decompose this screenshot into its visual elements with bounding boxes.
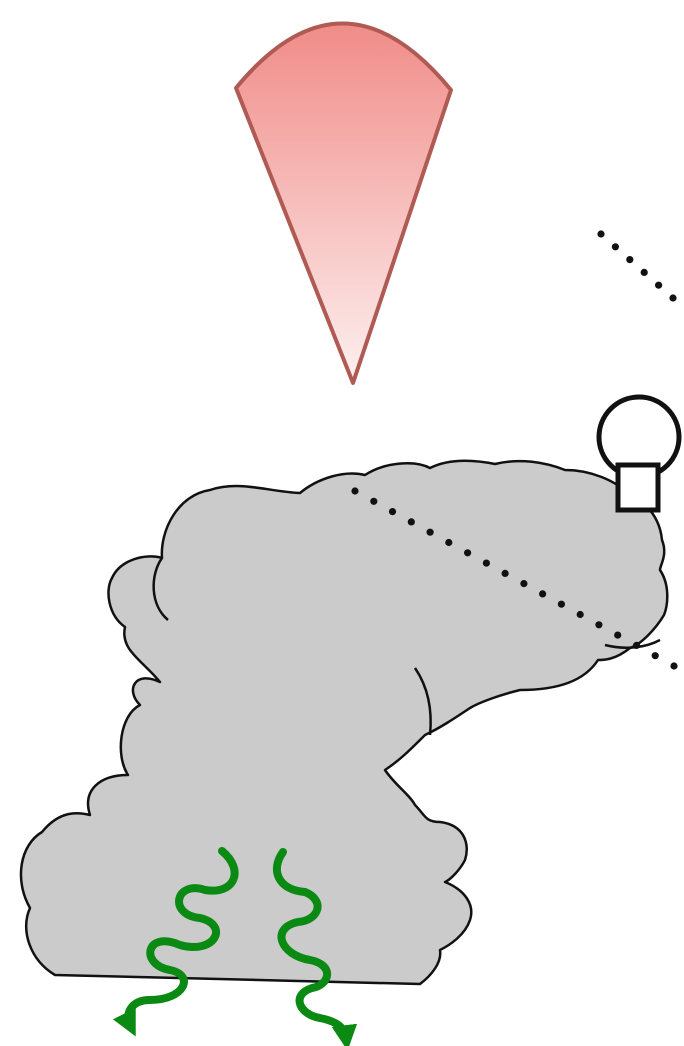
cloud-dot	[520, 580, 527, 587]
upper-dot	[669, 294, 676, 301]
cloud-shape	[21, 461, 667, 984]
cloud-dot	[483, 560, 490, 567]
cloud-dot	[652, 652, 659, 659]
cloud-dot	[389, 508, 396, 515]
cloud-dot	[577, 611, 584, 618]
cloud-dot	[502, 570, 509, 577]
cloud-dot	[633, 642, 640, 649]
cone-shape	[236, 23, 451, 383]
cloud-dot	[670, 662, 677, 669]
upper-dot	[612, 243, 619, 250]
cloud-dot	[351, 487, 358, 494]
upper-dot	[626, 256, 633, 263]
upper-dot	[597, 230, 604, 237]
cloud-dot	[614, 632, 621, 639]
cloud-dot	[558, 601, 565, 608]
cloud-dot	[427, 529, 434, 536]
cloud-dot	[595, 621, 602, 628]
cloud-dot	[370, 498, 377, 505]
cloud-dot	[539, 590, 546, 597]
upper-dotted-line	[597, 230, 676, 301]
upper-dot	[655, 282, 662, 289]
cloud-dot	[464, 549, 471, 556]
cloud-dot	[408, 518, 415, 525]
cloud-dot	[445, 539, 452, 546]
upper-dot	[641, 269, 648, 276]
payload-box	[618, 465, 658, 510]
